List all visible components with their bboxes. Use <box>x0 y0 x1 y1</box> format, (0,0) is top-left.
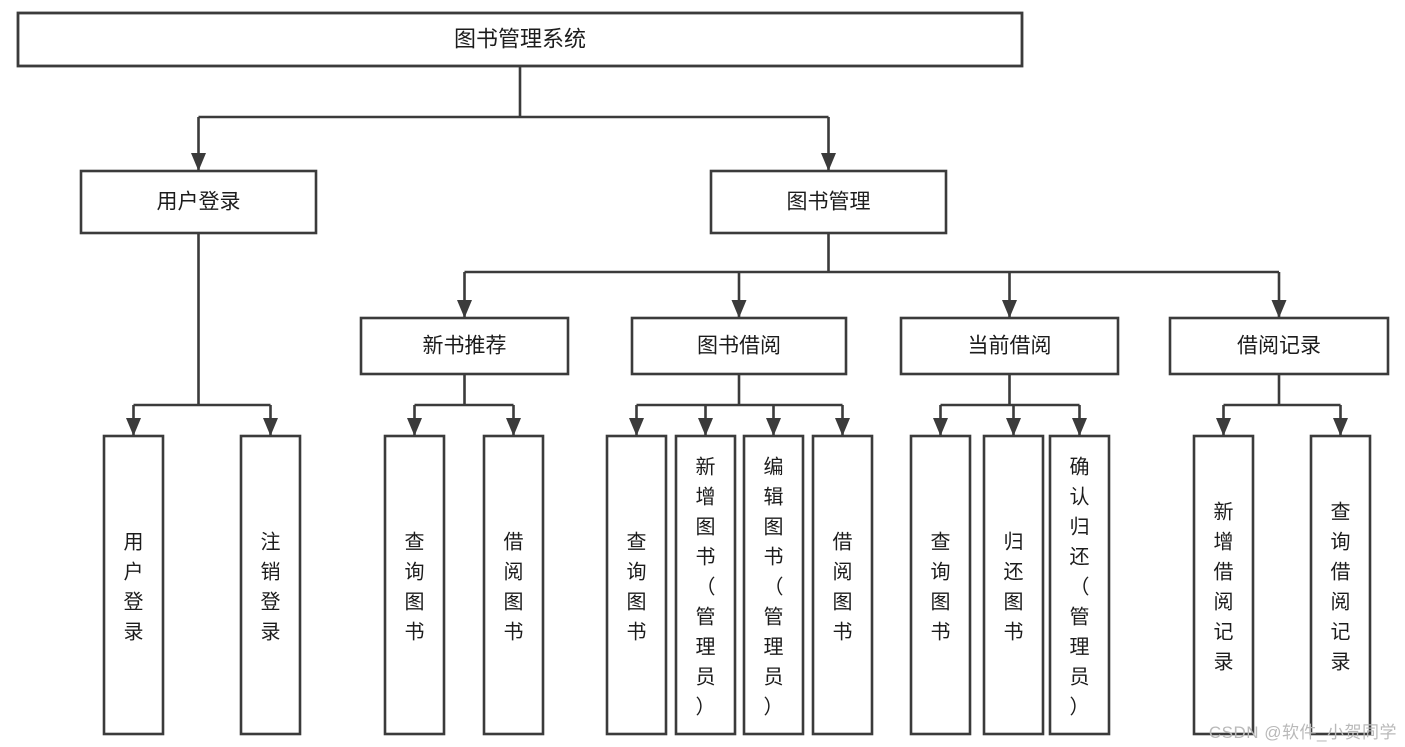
node-box-leaf-add-borrow-record[interactable] <box>1192 434 1255 736</box>
node-label-leaf-return-book: 归还图书 <box>1004 530 1024 643</box>
arrow-head-icon <box>1002 300 1017 318</box>
arrow-head-icon <box>126 418 141 436</box>
arrow-head-icon <box>1271 300 1287 318</box>
node-new-book-recommend[interactable]: 新书推荐 <box>359 316 570 376</box>
node-label-leaf-add-book-admin: 新增图书（管理员） <box>696 455 716 718</box>
node-user-login[interactable]: 用户登录 <box>79 169 318 235</box>
node-box-leaf-borrow-book-2[interactable] <box>811 434 874 736</box>
arrow-head-icon <box>191 153 206 171</box>
node-box-new-book-recommend[interactable] <box>359 316 570 376</box>
edge-group-book-borrow <box>629 374 850 436</box>
node-box-leaf-user-login[interactable] <box>102 434 165 736</box>
node-label-leaf-borrow-book-2: 借阅图书 <box>833 530 853 643</box>
node-leaf-add-book-admin[interactable]: 新增图书（管理员） <box>674 434 737 736</box>
node-box-current-borrow[interactable] <box>899 316 1120 376</box>
node-leaf-logout-login[interactable]: 注销登录 <box>239 434 302 736</box>
node-label-leaf-query-book-2: 查询图书 <box>627 530 647 643</box>
node-box-leaf-borrow-book-1[interactable] <box>482 434 545 736</box>
arrow-head-icon <box>629 418 644 436</box>
node-label-new-book-recommend: 新书推荐 <box>423 335 507 358</box>
node-label-leaf-logout-login: 注销登录 <box>261 530 281 643</box>
node-box-leaf-add-book-admin[interactable] <box>674 434 737 736</box>
node-layer: 图书管理系统用户登录图书管理新书推荐图书借阅当前借阅借阅记录用户登录注销登录查询… <box>16 11 1390 736</box>
node-leaf-return-book[interactable]: 归还图书 <box>982 434 1045 736</box>
node-leaf-confirm-return-admin[interactable]: 确认归还（管理员） <box>1048 434 1111 736</box>
arrow-head-icon <box>1333 418 1348 436</box>
node-box-leaf-query-borrow-record[interactable] <box>1309 434 1372 736</box>
node-label-leaf-query-book-3: 查询图书 <box>931 530 951 643</box>
edge-group-root <box>191 66 836 171</box>
edge-group-new-book-recommend <box>407 374 521 436</box>
csdn-watermark: CSDN @软件_小贺同学 <box>1208 723 1397 742</box>
edge-group-borrow-record <box>1216 374 1348 436</box>
node-box-leaf-confirm-return-admin[interactable] <box>1048 434 1111 736</box>
arrow-head-icon <box>457 300 472 318</box>
edge-group-current-borrow <box>933 374 1087 436</box>
node-current-borrow[interactable]: 当前借阅 <box>899 316 1120 376</box>
node-book-manage[interactable]: 图书管理 <box>709 169 948 235</box>
arrow-head-icon <box>821 153 836 171</box>
node-box-leaf-edit-book-admin[interactable] <box>742 434 805 736</box>
node-label-leaf-query-book-1: 查询图书 <box>405 530 425 643</box>
node-label-user-login: 用户登录 <box>157 191 241 214</box>
node-root[interactable]: 图书管理系统 <box>16 11 1024 68</box>
edge-group-book-manage <box>457 233 1287 318</box>
arrow-head-icon <box>407 418 422 436</box>
node-box-root[interactable] <box>16 11 1024 68</box>
node-label-book-manage: 图书管理 <box>787 191 871 214</box>
arrow-head-icon <box>1006 418 1021 436</box>
node-box-borrow-record[interactable] <box>1168 316 1390 376</box>
node-label-current-borrow: 当前借阅 <box>968 335 1052 358</box>
node-box-user-login[interactable] <box>79 169 318 235</box>
node-leaf-borrow-book-1[interactable]: 借阅图书 <box>482 434 545 736</box>
node-leaf-user-login[interactable]: 用户登录 <box>102 434 165 736</box>
node-label-leaf-confirm-return-admin: 确认归还（管理员） <box>1070 455 1090 718</box>
node-box-leaf-query-book-2[interactable] <box>605 434 668 736</box>
arrow-head-icon <box>835 418 850 436</box>
node-borrow-record[interactable]: 借阅记录 <box>1168 316 1390 376</box>
node-label-leaf-borrow-book-1: 借阅图书 <box>504 530 524 643</box>
node-box-leaf-query-book-3[interactable] <box>909 434 972 736</box>
node-box-leaf-return-book[interactable] <box>982 434 1045 736</box>
node-label-leaf-edit-book-admin: 编辑图书（管理员） <box>764 455 784 718</box>
edge-group-user-login <box>126 233 278 436</box>
node-book-borrow[interactable]: 图书借阅 <box>630 316 848 376</box>
node-leaf-edit-book-admin[interactable]: 编辑图书（管理员） <box>742 434 805 736</box>
node-box-leaf-logout-login[interactable] <box>239 434 302 736</box>
node-label-leaf-add-borrow-record: 新增借阅记录 <box>1214 500 1234 673</box>
arrow-head-icon <box>506 418 521 436</box>
node-box-book-manage[interactable] <box>709 169 948 235</box>
connector-layer <box>126 66 1348 436</box>
node-box-book-borrow[interactable] <box>630 316 848 376</box>
arrow-head-icon <box>731 300 747 318</box>
node-leaf-add-borrow-record[interactable]: 新增借阅记录 <box>1192 434 1255 736</box>
arrow-head-icon <box>263 418 278 436</box>
node-leaf-query-book-1[interactable]: 查询图书 <box>383 434 446 736</box>
arrow-head-icon <box>933 418 948 436</box>
node-label-book-borrow: 图书借阅 <box>697 335 781 358</box>
arrow-head-icon <box>1072 418 1087 436</box>
node-label-leaf-query-borrow-record: 查询借阅记录 <box>1331 500 1351 673</box>
node-leaf-query-book-2[interactable]: 查询图书 <box>605 434 668 736</box>
node-label-leaf-user-login: 用户登录 <box>124 531 144 643</box>
node-label-borrow-record: 借阅记录 <box>1237 335 1321 358</box>
node-leaf-query-book-3[interactable]: 查询图书 <box>909 434 972 736</box>
arrow-head-icon <box>1216 418 1231 436</box>
arrow-head-icon <box>766 418 781 436</box>
node-leaf-borrow-book-2[interactable]: 借阅图书 <box>811 434 874 736</box>
arrow-head-icon <box>698 418 713 436</box>
node-leaf-query-borrow-record[interactable]: 查询借阅记录 <box>1309 434 1372 736</box>
node-box-leaf-query-book-1[interactable] <box>383 434 446 736</box>
node-label-root: 图书管理系统 <box>454 26 586 51</box>
